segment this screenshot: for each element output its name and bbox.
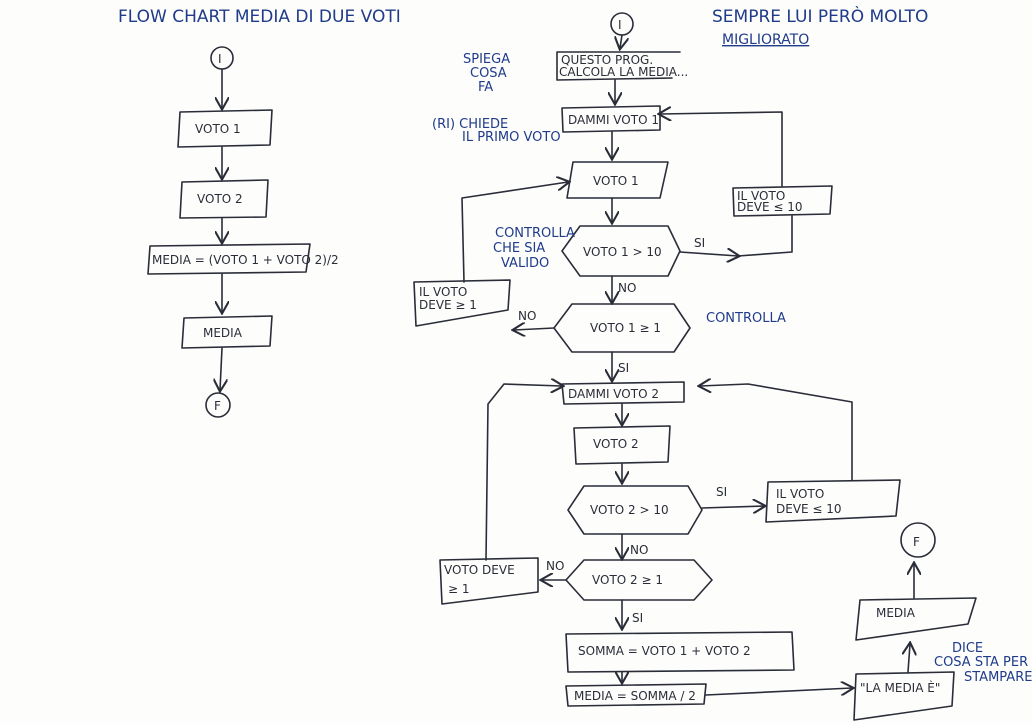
la-media-label: "LA MEDIA È" (860, 680, 940, 695)
dammi-voto2-box (561, 381, 685, 405)
err2-lo-box (439, 557, 539, 605)
err2-hi-box (765, 479, 901, 523)
left-media-output-label: MEDIA (203, 326, 243, 340)
cond2b-label: VOTO 2 ≥ 1 (592, 573, 663, 587)
left-voto1-label: VOTO 1 (195, 122, 241, 136)
cond1-hexagon (561, 225, 681, 277)
comment-box (556, 51, 681, 81)
media-output-label: MEDIA (876, 606, 916, 620)
left-media-calc-box (147, 243, 311, 275)
err1-lo-line-2: DEVE ≥ 1 (419, 298, 477, 312)
left-flowchart: I VOTO 1 VOTO 2 MEDIA = (VOTO 1 + VOTO 2… (147, 46, 339, 418)
media-output-box (855, 597, 977, 641)
no1b-label: NO (518, 309, 536, 323)
err1-hi-line-2: DEVE ≤ 10 (737, 200, 803, 214)
la-media-box (853, 671, 955, 721)
right-start-circle (610, 12, 634, 36)
media-calc-label: MEDIA = SOMMA / 2 (574, 689, 696, 703)
no1-label: NO (618, 281, 636, 295)
right-end-label: F (913, 535, 920, 549)
no2b-label: NO (546, 559, 564, 573)
title-right-1: SEMPRE LUI PERÒ MOLTO (712, 5, 928, 27)
err1-lo-line-1: IL VOTO (419, 285, 467, 299)
note-spiega-3: FA (478, 80, 493, 95)
somma-label: SOMMA = VOTO 1 + VOTO 2 (578, 644, 751, 658)
note-controlla1-2: CHE SIA (493, 241, 545, 256)
left-voto2-box (179, 179, 269, 219)
note-controlla2: CONTROLLA (706, 311, 786, 326)
err2-lo-line-2: ≥ 1 (448, 582, 470, 596)
si2-label: SI (716, 485, 727, 499)
left-voto1-box (177, 109, 273, 148)
left-voto2-label: VOTO 2 (197, 192, 243, 206)
cond1b-label: VOTO 1 ≥ 1 (590, 321, 661, 335)
note-spiega-1: SPIEGA (463, 52, 510, 67)
title-right-2: MIGLIORATO (722, 32, 809, 48)
err1-hi-box (732, 185, 833, 217)
comment-line-1: QUESTO PROG. (561, 53, 653, 67)
note-chiede-2: IL PRIMO VOTO (462, 130, 561, 145)
somma-box (565, 631, 795, 673)
si2b-label: SI (632, 611, 643, 625)
left-end-label: F (214, 399, 221, 413)
err1-hi-line-1: IL VOTO (737, 189, 785, 203)
left-start-circle (210, 46, 234, 70)
left-end-circle (205, 392, 231, 418)
si1b-label: SI (618, 361, 629, 375)
right-end-circle (900, 522, 936, 558)
no2-label: NO (630, 543, 648, 557)
voto2-label: VOTO 2 (593, 437, 639, 451)
err1-lo-box (413, 279, 511, 327)
voto1-label: VOTO 1 (593, 174, 639, 188)
note-controlla1-3: VALIDO (501, 256, 549, 271)
note-dice-2: COSA STA PER (934, 655, 1028, 670)
note-spiega-2: COSA (470, 66, 507, 81)
comment-line-2: CALCOLA LA MEDIA... (559, 65, 688, 79)
voto2-box (573, 425, 671, 465)
cond1-label: VOTO 1 > 10 (583, 245, 662, 259)
left-media-output-box (181, 315, 273, 349)
cond2-label: VOTO 2 > 10 (590, 503, 669, 517)
title-left: FLOW CHART MEDIA DI DUE VOTI (118, 7, 401, 27)
right-flowchart: I SPIEGA COSA FA QUESTO PROG. CALCOLA LA… (413, 12, 1032, 721)
dammi-voto2-label: DAMMI VOTO 2 (568, 387, 659, 401)
note-controlla1-1: CONTROLLA (495, 226, 575, 241)
dammi-voto1-box (561, 105, 661, 133)
err2-hi-line-2: DEVE ≤ 10 (776, 502, 842, 516)
media-calc-box (565, 683, 707, 707)
dammi-voto1-label: DAMMI VOTO 1 (568, 113, 659, 127)
err2-hi-line-1: IL VOTO (776, 487, 824, 501)
note-dice-1: DICE (952, 641, 983, 656)
si1-label: SI (694, 236, 705, 250)
err2-lo-line-1: VOTO DEVE (444, 563, 515, 577)
cond2-hexagon (567, 485, 703, 535)
note-dice-3: STAMPARE (964, 670, 1032, 685)
left-start-label: I (218, 52, 222, 66)
right-start-label: I (618, 18, 622, 32)
note-chiede-1: (RI) CHIEDE (432, 117, 508, 132)
left-media-calc-label: MEDIA = (VOTO 1 + VOTO 2)/2 (152, 253, 339, 267)
